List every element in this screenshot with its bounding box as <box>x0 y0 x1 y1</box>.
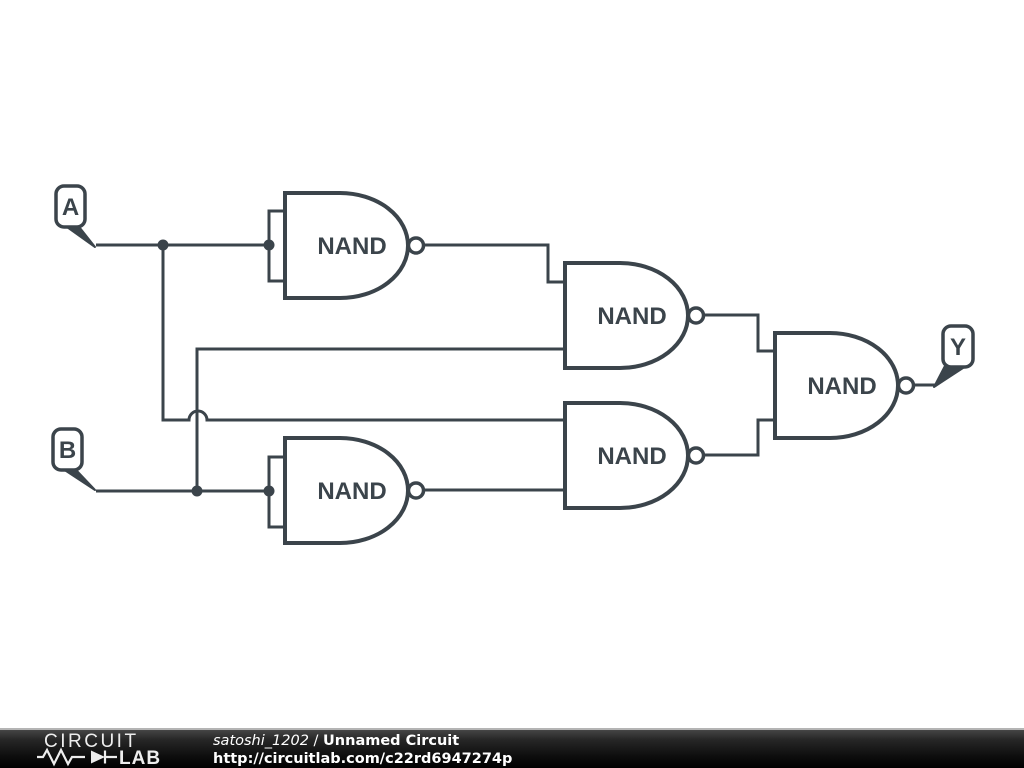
wire-nand1-out-to-nand2[interactable] <box>424 243 565 284</box>
nand-gate-1[interactable]: NAND <box>283 191 426 300</box>
flag-a-box[interactable] <box>54 184 87 229</box>
flag-b-box[interactable] <box>51 427 84 472</box>
junction-dot-nand3-bracket <box>263 485 275 497</box>
output-flag-y[interactable]: Y <box>933 324 975 388</box>
wire-nand2-out-to-nand5[interactable] <box>704 313 775 353</box>
nand-gate-1-label: NAND <box>317 233 386 260</box>
nand-gate-5-inversion-bubble <box>896 376 916 395</box>
author-name: satoshi_1202 <box>213 733 309 749</box>
wire-nand4-out-to-nand5[interactable] <box>704 418 775 457</box>
input-flag-a[interactable]: A <box>54 184 96 248</box>
schematic-svg: NAND NAND NAND NAND NAND <box>51 184 975 545</box>
input-flag-b[interactable]: B <box>51 427 96 491</box>
nand-gate-5[interactable]: NAND <box>773 331 916 440</box>
footer-meta: satoshi_1202 / Unnamed Circuit http://ci… <box>213 732 512 768</box>
diode-icon <box>91 750 105 764</box>
flag-a-label: A <box>62 194 79 221</box>
footer-bar: CIRCUIT LAB satoshi_1202 / Unnamed Circu… <box>0 728 1024 768</box>
junction-dots <box>157 239 275 497</box>
nand-gate-4[interactable]: NAND <box>563 401 706 510</box>
flag-b-label: B <box>59 437 76 464</box>
nand-gate-1-inversion-bubble <box>406 236 426 255</box>
junction-dot-b-branch <box>191 485 203 497</box>
nand-gate-5-label: NAND <box>807 373 876 400</box>
nand-gate-4-inversion-bubble <box>686 446 706 465</box>
nand-gate-2-inversion-bubble <box>686 306 706 325</box>
circuitlab-logo: CIRCUIT LAB <box>37 731 161 767</box>
nand-gate-3-inversion-bubble <box>406 481 426 500</box>
footer-title-line: satoshi_1202 / Unnamed Circuit <box>213 732 512 750</box>
diode-bar-and-wire-icon <box>103 750 117 764</box>
nand-gate-3[interactable]: NAND <box>283 436 426 545</box>
nand-gate-2-label: NAND <box>597 303 666 330</box>
junction-dot-nand1-bracket <box>263 239 275 251</box>
logo-word-circuit: CIRCUIT <box>44 731 139 752</box>
flag-y-label: Y <box>950 334 966 361</box>
nand-gate-2[interactable]: NAND <box>563 261 706 370</box>
logo-word-lab: LAB <box>119 748 161 767</box>
junction-dot-a-branch <box>157 239 169 251</box>
nand-gate-4-label: NAND <box>597 443 666 470</box>
resistor-icon <box>37 747 85 767</box>
wire-b-branch-to-nand2[interactable] <box>195 347 565 491</box>
circuit-url[interactable]: http://circuitlab.com/c22rd6947274p <box>213 751 513 767</box>
title-separator: / <box>308 733 324 749</box>
circuit-title: Unnamed Circuit <box>323 733 460 749</box>
circuit-canvas: NAND NAND NAND NAND NAND <box>51 184 975 545</box>
flag-y-box[interactable] <box>941 324 975 369</box>
nand-gate-3-label: NAND <box>317 478 386 505</box>
